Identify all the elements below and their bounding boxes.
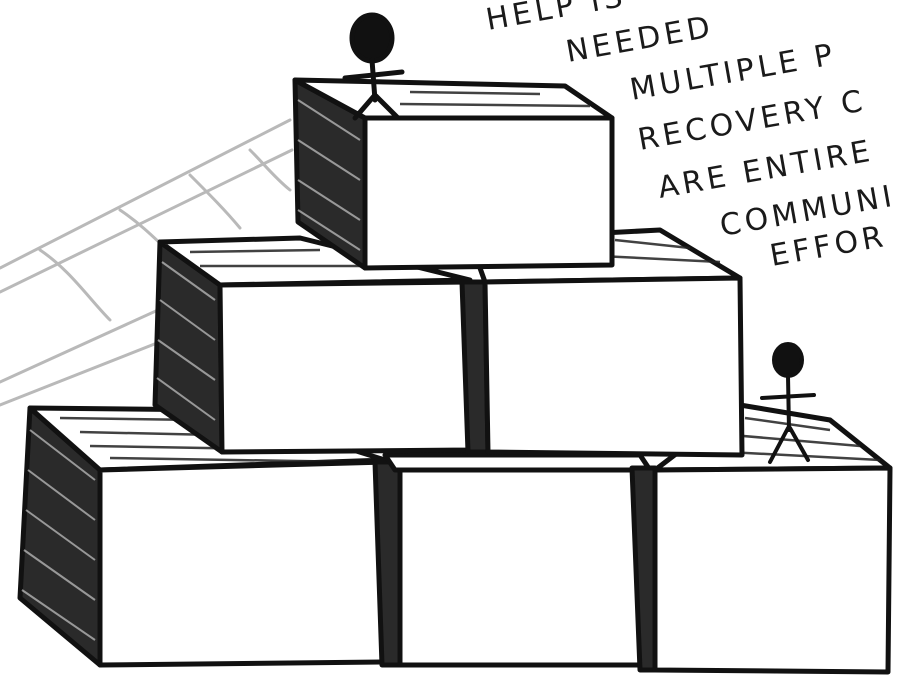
box-top: [295, 80, 612, 268]
box-bottom-middle: [375, 455, 650, 665]
box-middle-left: [155, 238, 470, 452]
